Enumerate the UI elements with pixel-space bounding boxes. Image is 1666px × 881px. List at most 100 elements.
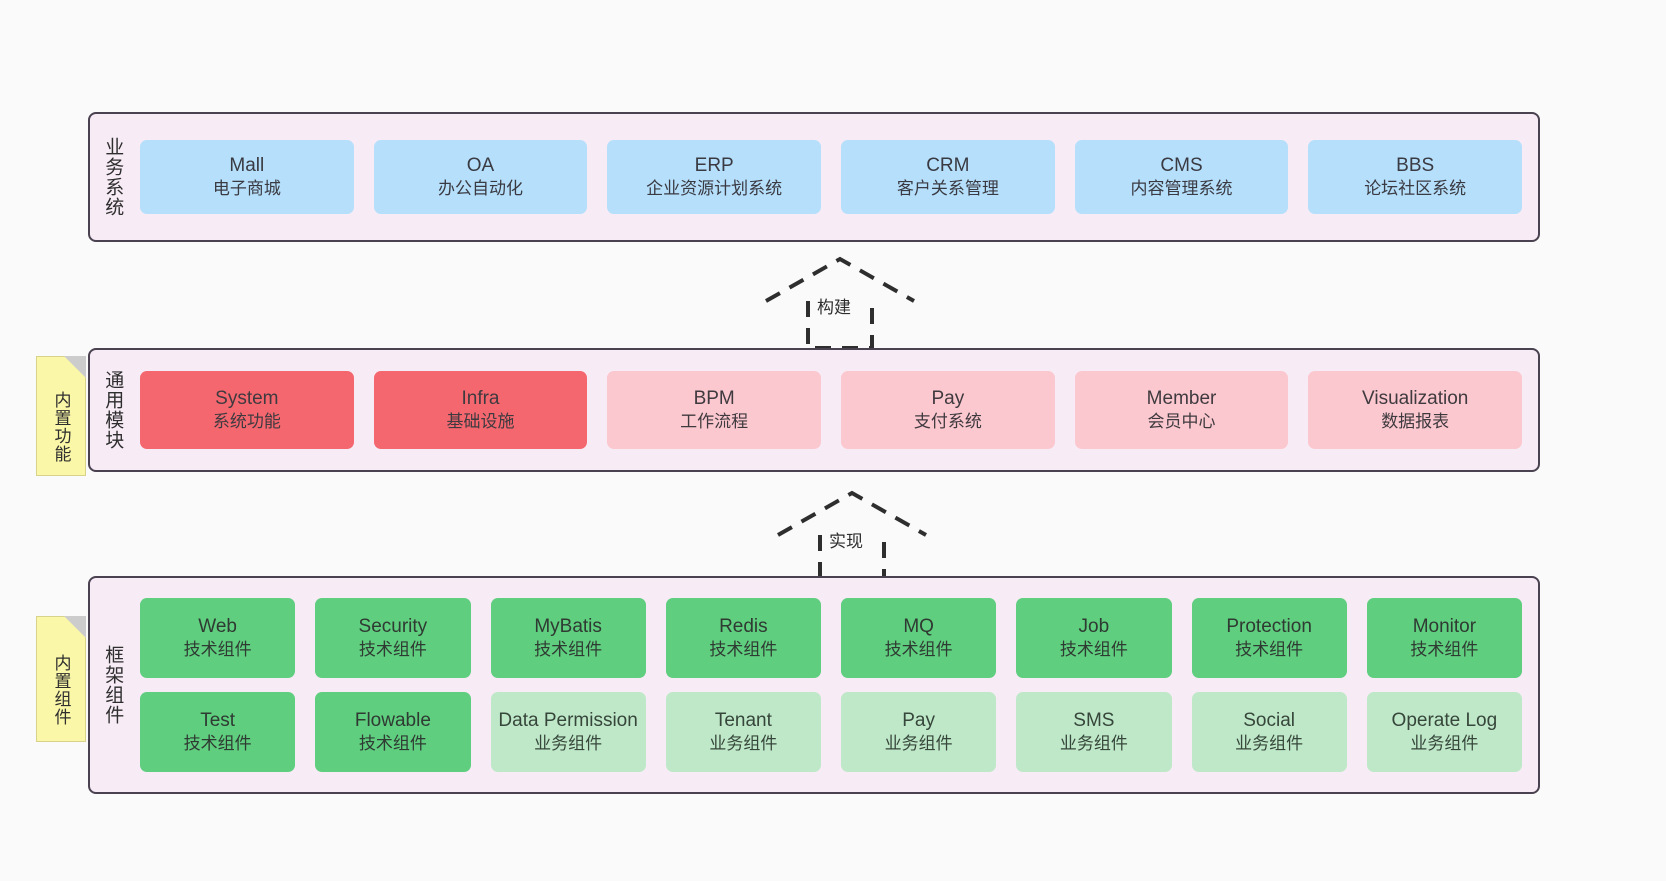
connector-label-build: 构建 bbox=[815, 293, 853, 318]
node-name: Operate Log bbox=[1391, 709, 1498, 731]
node-name: Web bbox=[198, 615, 237, 637]
node-web[interactable]: Web 技术组件 bbox=[140, 598, 296, 678]
node-oa[interactable]: OA 办公自动化 bbox=[373, 140, 588, 214]
node-bpm[interactable]: BPM 工作流程 bbox=[607, 371, 822, 449]
node-subtitle: 系统功能 bbox=[212, 412, 281, 432]
node-name: Mall bbox=[229, 154, 265, 176]
node-name: Security bbox=[358, 615, 428, 637]
node-test[interactable]: Test 技术组件 bbox=[140, 692, 296, 772]
node-pay-component[interactable]: Pay 业务组件 bbox=[841, 692, 997, 772]
node-name: ERP bbox=[694, 154, 734, 176]
node-job[interactable]: Job 技术组件 bbox=[1016, 598, 1172, 678]
layer-body-framework: Web 技术组件 Security 技术组件 MyBatis 技术组件 Redi… bbox=[134, 578, 1538, 792]
node-subtitle: 会员中心 bbox=[1147, 412, 1216, 432]
node-crm[interactable]: CRM 客户关系管理 bbox=[841, 140, 1055, 214]
node-tenant[interactable]: Tenant 业务组件 bbox=[665, 692, 821, 772]
node-name: System bbox=[215, 387, 279, 409]
node-name: BPM bbox=[693, 387, 735, 409]
node-monitor[interactable]: Monitor 技术组件 bbox=[1366, 598, 1522, 678]
note-builtin-function[interactable]: 内置功能 bbox=[36, 356, 86, 476]
node-flowable[interactable]: Flowable 技术组件 bbox=[315, 692, 471, 772]
connector-label-implement: 实现 bbox=[827, 527, 865, 552]
node-subtitle: 技术组件 bbox=[884, 640, 953, 660]
node-name: Test bbox=[200, 709, 236, 731]
connector-build: 构建 bbox=[750, 253, 930, 363]
node-name: OA bbox=[466, 154, 495, 176]
node-protection[interactable]: Protection 技术组件 bbox=[1191, 598, 1347, 678]
node-name: SMS bbox=[1073, 709, 1115, 731]
node-mall[interactable]: Mall 电子商城 bbox=[140, 140, 354, 214]
node-subtitle: 技术组件 bbox=[358, 640, 427, 660]
layer-common-modules[interactable]: 通用模块 System 系统功能 Infra 基础设施 BPM 工作流程 Pay… bbox=[88, 348, 1540, 472]
node-sms[interactable]: SMS 业务组件 bbox=[1016, 692, 1172, 772]
node-subtitle: 技术组件 bbox=[534, 640, 603, 660]
node-name: Flowable bbox=[354, 709, 431, 731]
node-subtitle: 业务组件 bbox=[1059, 734, 1128, 754]
generalization-arrow-icon bbox=[777, 490, 927, 584]
node-row: System 系统功能 Infra 基础设施 BPM 工作流程 Pay 支付系统… bbox=[140, 371, 1523, 449]
node-operate-log[interactable]: Operate Log 业务组件 bbox=[1366, 692, 1522, 772]
node-name: Data Permission bbox=[498, 709, 638, 731]
note-builtin-component[interactable]: 内置组件 bbox=[36, 616, 86, 742]
node-name: Pay bbox=[902, 709, 935, 731]
node-subtitle: 技术组件 bbox=[183, 640, 252, 660]
node-erp[interactable]: ERP 企业资源计划系统 bbox=[607, 140, 822, 214]
node-subtitle: 业务组件 bbox=[884, 734, 953, 754]
node-subtitle: 业务组件 bbox=[1235, 734, 1304, 754]
node-row: Test 技术组件 Flowable 技术组件 Data Permission … bbox=[140, 692, 1522, 772]
node-subtitle: 工作流程 bbox=[680, 412, 749, 432]
node-system[interactable]: System 系统功能 bbox=[140, 371, 354, 449]
node-subtitle: 技术组件 bbox=[1410, 640, 1479, 660]
generalization-arrow-icon bbox=[765, 256, 915, 350]
node-name: Tenant bbox=[714, 709, 772, 731]
node-redis[interactable]: Redis 技术组件 bbox=[665, 598, 821, 678]
layer-title-framework: 框架组件 bbox=[102, 645, 124, 725]
node-name: CMS bbox=[1160, 154, 1203, 176]
node-subtitle: 企业资源计划系统 bbox=[646, 179, 783, 199]
node-infra[interactable]: Infra 基础设施 bbox=[373, 371, 588, 449]
node-member[interactable]: Member 会员中心 bbox=[1074, 371, 1289, 449]
node-name: MyBatis bbox=[534, 615, 602, 637]
node-subtitle: 技术组件 bbox=[1235, 640, 1304, 660]
node-name: Infra bbox=[461, 387, 500, 409]
node-name: Social bbox=[1243, 709, 1295, 731]
node-name: Redis bbox=[719, 615, 768, 637]
node-subtitle: 支付系统 bbox=[913, 412, 982, 432]
node-subtitle: 技术组件 bbox=[358, 734, 427, 754]
node-name: Protection bbox=[1226, 615, 1312, 637]
note-text: 内置功能 bbox=[51, 391, 71, 463]
node-visualization[interactable]: Visualization 数据报表 bbox=[1308, 371, 1523, 449]
layer-business-systems[interactable]: 业务系统 Mall 电子商城 OA 办公自动化 ERP 企业资源计划系统 CRM… bbox=[88, 112, 1540, 242]
layer-title-business: 业务系统 bbox=[102, 137, 124, 217]
node-row: Web 技术组件 Security 技术组件 MyBatis 技术组件 Redi… bbox=[140, 598, 1522, 678]
node-bbs[interactable]: BBS 论坛社区系统 bbox=[1308, 140, 1523, 214]
layer-body-business: Mall 电子商城 OA 办公自动化 ERP 企业资源计划系统 CRM 客户关系… bbox=[134, 114, 1538, 240]
node-data-permission[interactable]: Data Permission 业务组件 bbox=[490, 692, 646, 772]
node-subtitle: 内容管理系统 bbox=[1130, 179, 1233, 199]
note-text: 内置组件 bbox=[51, 654, 71, 726]
node-subtitle: 客户关系管理 bbox=[896, 179, 999, 199]
node-name: Member bbox=[1146, 387, 1217, 409]
node-pay-module[interactable]: Pay 支付系统 bbox=[841, 371, 1055, 449]
node-mq[interactable]: MQ 技术组件 bbox=[841, 598, 997, 678]
node-subtitle: 业务组件 bbox=[1410, 734, 1479, 754]
node-row: Mall 电子商城 OA 办公自动化 ERP 企业资源计划系统 CRM 客户关系… bbox=[140, 140, 1523, 214]
node-name: Visualization bbox=[1362, 387, 1469, 409]
node-cms[interactable]: CMS 内容管理系统 bbox=[1074, 140, 1289, 214]
layer-framework-components[interactable]: 框架组件 Web 技术组件 Security 技术组件 MyBatis 技术组件… bbox=[88, 576, 1540, 794]
node-security[interactable]: Security 技术组件 bbox=[315, 598, 471, 678]
node-subtitle: 技术组件 bbox=[709, 640, 778, 660]
node-subtitle: 技术组件 bbox=[1059, 640, 1128, 660]
layer-title-modules: 通用模块 bbox=[102, 370, 124, 450]
node-subtitle: 业务组件 bbox=[534, 734, 603, 754]
node-subtitle: 电子商城 bbox=[212, 179, 281, 199]
node-subtitle: 数据报表 bbox=[1381, 412, 1450, 432]
node-name: CRM bbox=[926, 154, 970, 176]
connector-implement: 实现 bbox=[762, 487, 942, 597]
node-mybatis[interactable]: MyBatis 技术组件 bbox=[490, 598, 646, 678]
node-subtitle: 办公自动化 bbox=[438, 179, 523, 199]
node-name: BBS bbox=[1396, 154, 1435, 176]
node-name: Job bbox=[1078, 615, 1110, 637]
node-social[interactable]: Social 业务组件 bbox=[1191, 692, 1347, 772]
